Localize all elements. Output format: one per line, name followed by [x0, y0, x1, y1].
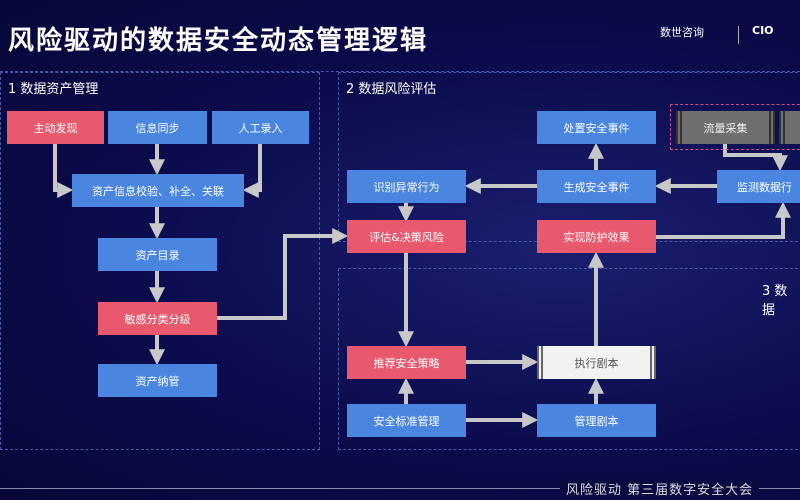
node-recommend-policy: 推荐安全策略 [347, 346, 466, 379]
page-title: 风险驱动的数据安全动态管理逻辑 [8, 26, 429, 56]
logo-divider [738, 26, 739, 44]
node-asset-manage: 资产纳管 [98, 364, 217, 397]
node-identify-abnormal: 识别异常行为 [347, 170, 466, 203]
node-manual-entry: 人工录入 [212, 111, 309, 144]
arrow [217, 228, 349, 320]
node-info-sync: 信息同步 [108, 111, 207, 144]
node-manage-script: 管理剧本 [537, 404, 656, 437]
node-sensitive-classification: 敏感分类分级 [98, 302, 217, 335]
logo-cio: CIO [752, 24, 774, 37]
node-handle-event: 处置安全事件 [537, 111, 656, 144]
section-asset-management [0, 72, 320, 450]
section-label-3: 3 数据 [762, 284, 788, 318]
node-collect-2 [779, 111, 800, 144]
collection-group [670, 104, 800, 150]
arrow [53, 144, 74, 198]
node-generate-event: 生成安全事件 [537, 170, 656, 203]
node-monitor-data: 监测数据行 [717, 170, 800, 203]
section-label-1: 1 数据资产管理 [8, 82, 99, 97]
node-execute-script: 执行剧本 [537, 346, 656, 379]
section-3 [338, 268, 800, 450]
node-assess-risk: 评估&决策风险 [347, 220, 466, 253]
logo-shushi: 数世咨询 [660, 26, 704, 39]
node-asset-catalog: 资产目录 [98, 238, 217, 271]
node-standard-manage: 安全标准管理 [347, 404, 466, 437]
footer-divider [0, 488, 800, 489]
node-traffic-collect: 流量采集 [676, 111, 775, 144]
header-divider [0, 71, 800, 72]
node-protect-effect: 实现防护效果 [537, 220, 656, 253]
section-label-2: 2 数据风险评估 [346, 82, 437, 97]
node-active-discovery: 主动发现 [7, 111, 104, 144]
arrow [242, 144, 262, 198]
node-asset-verify: 资产信息校验、补全、关联 [72, 174, 244, 207]
footer-text: 风险驱动 第三届数字安全大会 [560, 479, 760, 498]
arrow [656, 201, 791, 239]
